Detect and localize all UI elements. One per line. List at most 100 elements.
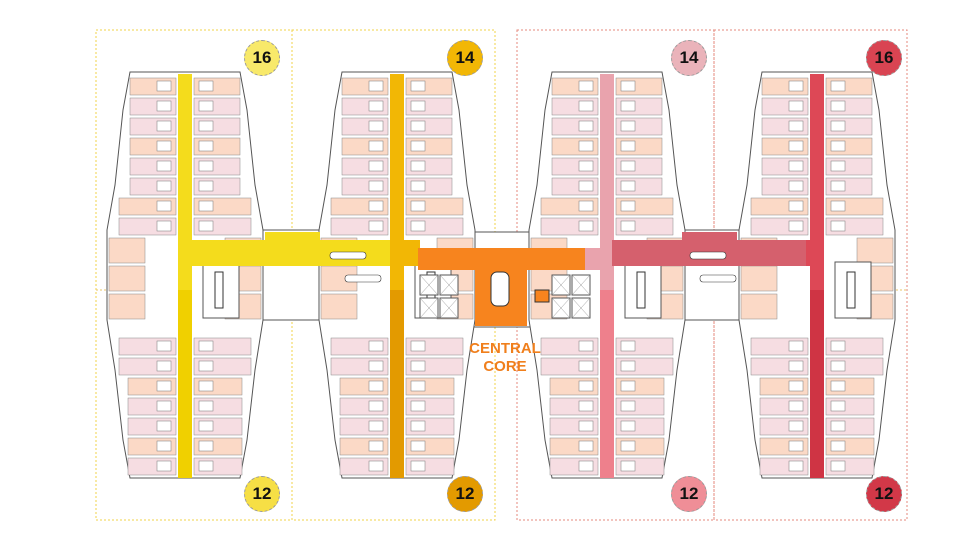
apartment-unit: [320, 293, 358, 320]
lounge-table: [329, 251, 367, 260]
bathroom: [620, 340, 636, 352]
bathroom: [830, 200, 846, 212]
bathroom: [830, 80, 846, 92]
central-core-label-line2: CORE: [483, 358, 527, 375]
tower-2-bottom-count-badge: 12: [447, 476, 483, 512]
bathroom: [830, 140, 846, 152]
bathroom: [410, 200, 426, 212]
bathroom: [410, 140, 426, 152]
bathroom: [620, 120, 636, 132]
bathroom: [620, 80, 636, 92]
bathroom: [368, 100, 384, 112]
tower-corridor-lower: [810, 290, 824, 478]
bathroom: [156, 180, 172, 192]
bathroom: [410, 460, 426, 472]
bathroom: [578, 140, 594, 152]
bathroom: [410, 180, 426, 192]
bathroom: [620, 380, 636, 392]
apartment-unit: [108, 293, 146, 320]
bathroom: [198, 440, 214, 452]
bathroom: [368, 120, 384, 132]
tower-corridor-upper: [178, 74, 192, 290]
apartment-unit: [740, 293, 778, 320]
stair-well: [846, 271, 856, 309]
bathroom: [620, 100, 636, 112]
lift-cross: [439, 274, 459, 296]
bathroom: [368, 360, 384, 372]
bathroom: [198, 140, 214, 152]
lift-cross: [571, 274, 591, 296]
bathroom: [788, 100, 804, 112]
bathroom: [578, 220, 594, 232]
bathroom: [578, 440, 594, 452]
bathroom: [410, 220, 426, 232]
bathroom: [830, 160, 846, 172]
bathroom: [410, 400, 426, 412]
bathroom: [410, 360, 426, 372]
bathroom: [368, 200, 384, 212]
bathroom: [368, 420, 384, 432]
stair-well: [636, 271, 646, 309]
bathroom: [620, 220, 636, 232]
tower-corridor-upper: [600, 74, 614, 290]
bathroom: [788, 80, 804, 92]
bathroom: [198, 200, 214, 212]
lift-cross: [419, 274, 439, 296]
bathroom: [368, 180, 384, 192]
tower-4-bottom-count-badge: 12: [866, 476, 902, 512]
bathroom: [410, 100, 426, 112]
lift-cross: [439, 297, 459, 319]
stair-core: [834, 261, 872, 319]
bathroom: [156, 440, 172, 452]
bathroom: [578, 180, 594, 192]
lift-cross: [551, 274, 571, 296]
bathroom: [156, 460, 172, 472]
lift-cross: [571, 297, 591, 319]
bathroom: [578, 80, 594, 92]
lift-cross: [551, 297, 571, 319]
bathroom: [620, 360, 636, 372]
bathroom: [198, 360, 214, 372]
tower-corridor-lower: [178, 290, 192, 478]
bathroom: [830, 400, 846, 412]
apartment-unit: [108, 237, 146, 264]
bathroom: [578, 100, 594, 112]
tower-corridor-upper: [810, 74, 824, 290]
bathroom: [788, 380, 804, 392]
bathroom: [830, 340, 846, 352]
bathroom: [788, 120, 804, 132]
apartment-unit: [856, 237, 894, 264]
central-core-label: CENTRAL CORE: [462, 340, 548, 376]
bathroom: [368, 380, 384, 392]
bathroom: [620, 160, 636, 172]
bathroom: [368, 80, 384, 92]
bathroom: [410, 120, 426, 132]
tower-corridor-lower: [600, 290, 614, 478]
bathroom: [198, 220, 214, 232]
bathroom: [156, 420, 172, 432]
bathroom: [578, 380, 594, 392]
bathroom: [620, 460, 636, 472]
bathroom: [198, 180, 214, 192]
bathroom: [788, 160, 804, 172]
stair-well: [214, 271, 224, 309]
lift-cross: [419, 297, 439, 319]
bathroom: [368, 220, 384, 232]
bathroom: [578, 400, 594, 412]
bathroom: [198, 460, 214, 472]
core-seating: [490, 271, 510, 307]
tower-4-top-count-badge: 16: [866, 40, 902, 76]
bathroom: [368, 340, 384, 352]
corridor-link-3: [585, 248, 613, 270]
bathroom: [620, 400, 636, 412]
tower-3-bottom-count-badge: 12: [671, 476, 707, 512]
bathroom: [620, 200, 636, 212]
bathroom: [788, 420, 804, 432]
bathroom: [578, 460, 594, 472]
bathroom: [198, 340, 214, 352]
tower-3-top-count-badge: 14: [671, 40, 707, 76]
bathroom: [156, 220, 172, 232]
bathroom: [788, 360, 804, 372]
bathroom: [830, 460, 846, 472]
